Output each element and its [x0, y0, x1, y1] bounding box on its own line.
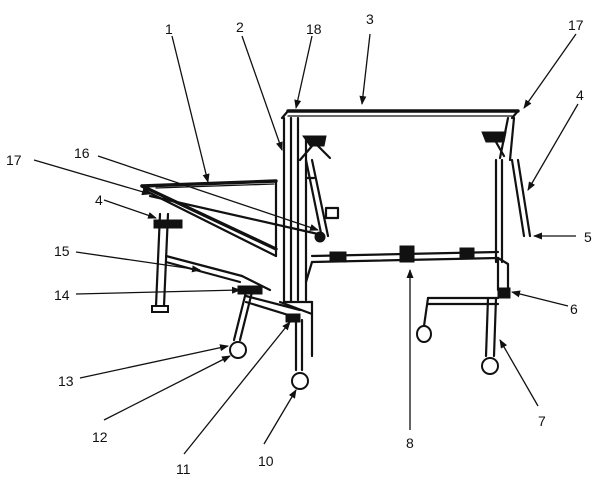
leader-4a: [103, 199, 157, 219]
horizontal-crossbar: [304, 245, 500, 284]
leader-1: [171, 35, 210, 183]
leader-14: [75, 286, 241, 295]
callout-18: 18: [306, 21, 322, 37]
leader-10: [263, 389, 297, 445]
leader-4b: [527, 103, 579, 191]
callout-8: 8: [406, 435, 414, 451]
leader-lines: [33, 33, 579, 455]
callout-17-right: 17: [568, 17, 584, 33]
leader-18: [294, 35, 313, 109]
callout-12: 12: [92, 429, 108, 445]
callout-1: 1: [165, 21, 173, 37]
callout-5: 5: [584, 229, 592, 245]
leader-17a: [33, 159, 151, 196]
leader-7: [499, 339, 539, 407]
callout-6: 6: [570, 301, 578, 317]
hinge-bracket-right: [481, 116, 516, 162]
folding-leaf: [140, 179, 278, 258]
callout-4-left: 4: [95, 192, 103, 208]
callout-4-right: 4: [576, 87, 584, 103]
callout-7: 7: [538, 413, 546, 429]
leader-6: [511, 290, 569, 307]
callout-15: 15: [54, 243, 70, 259]
leader-12: [103, 355, 231, 421]
leader-15: [75, 251, 201, 273]
callout-2: 2: [236, 19, 244, 35]
callout-17-left: 17: [6, 152, 22, 168]
leader-3: [359, 33, 371, 105]
leader-17b: [523, 33, 577, 109]
leader-13: [79, 344, 229, 379]
callout-14: 14: [54, 287, 70, 303]
front-base-casters: [229, 290, 314, 390]
upright-frame: [282, 116, 314, 304]
diagonal-strut: [148, 158, 340, 243]
callout-11: 11: [176, 461, 191, 477]
leader-2: [241, 35, 283, 151]
callout-3: 3: [366, 11, 374, 27]
leader-16: [97, 155, 319, 231]
callout-10: 10: [258, 453, 274, 469]
hinge-bracket-left: [298, 135, 332, 162]
leaf-support-legs: [151, 212, 272, 313]
right-leg-assembly: [416, 158, 532, 375]
callout-13: 13: [58, 373, 74, 389]
callout-labels: 1 2 3 4 4 5 6 7 8 10 11 12 13 14 15 16 1…: [6, 11, 592, 477]
main-tabletop: [280, 109, 520, 120]
callout-16: 16: [74, 145, 90, 161]
leader-11: [183, 321, 291, 455]
